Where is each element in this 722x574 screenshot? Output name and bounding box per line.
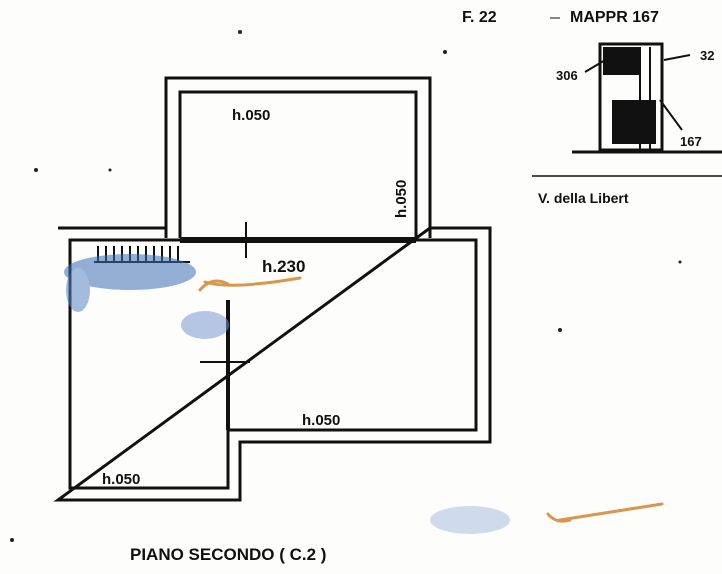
street-name: V. della Libert: [538, 190, 629, 206]
parcel-label-32: 32: [700, 48, 714, 63]
plan-title: PIANO SECONDO ( C.2 ): [130, 545, 326, 564]
height-label-lower-right: h.050: [302, 412, 340, 429]
height-label-main-room: h.230: [262, 257, 305, 276]
orange-pencil-mark: [198, 276, 664, 523]
parcel-label-306: 306: [556, 68, 578, 83]
scan-specks: [10, 30, 682, 542]
blue-ink-stain: [64, 254, 510, 534]
height-label-upper-room: h.050: [232, 107, 270, 124]
main-room-wall-outer: [53, 226, 492, 502]
height-label-lower-left: h.050: [102, 471, 140, 488]
location-map: 306 32 167 V. della Libert: [532, 17, 722, 206]
parcel-number: MAPPR 167: [570, 9, 659, 26]
upper-room-wall-outer: [164, 76, 432, 238]
height-label-upper-room-side: h.050: [393, 180, 410, 218]
upper-room-wall-inner: [178, 90, 418, 238]
parcel-label-167: 167: [680, 134, 702, 149]
sheet-number: F. 22: [462, 9, 497, 26]
